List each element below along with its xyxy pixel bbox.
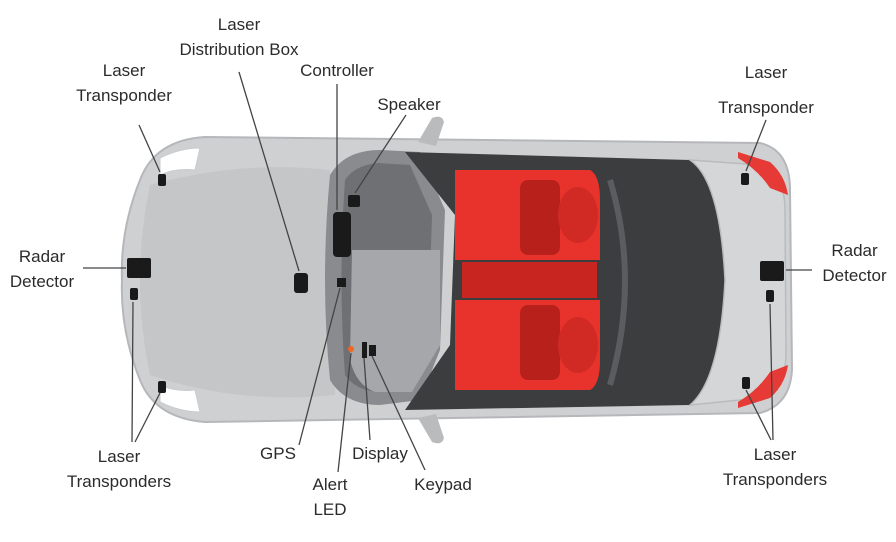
laser-transponder-front-bottom-device	[158, 381, 166, 393]
controller-device	[333, 212, 351, 257]
laser-transponder-rear-top-device	[741, 173, 749, 185]
laser-distribution-box-device	[294, 273, 308, 293]
radar-detector-rear-device	[760, 261, 784, 281]
display-device	[362, 342, 367, 358]
laser-transponder-rear-mid-device	[766, 290, 774, 302]
gps-device	[337, 278, 346, 287]
seats	[455, 170, 600, 390]
devices	[127, 173, 784, 393]
label-keypad: Keypad	[414, 475, 472, 494]
speaker-device	[348, 195, 360, 207]
label-gps: GPS	[260, 444, 296, 463]
laser-transponder-rear-bottom-device	[742, 377, 750, 389]
label-controller: Controller	[300, 61, 374, 80]
alert-led-device	[348, 346, 354, 352]
label-display: Display	[352, 444, 408, 463]
label-speaker: Speaker	[377, 95, 441, 114]
laser-transponder-front-top-device	[158, 174, 166, 186]
keypad-device	[369, 345, 376, 356]
leader-lines	[83, 71, 812, 473]
radar-detector-front-device	[127, 258, 151, 278]
laser-transponder-front-mid-device	[130, 288, 138, 300]
car-body	[120, 116, 794, 444]
